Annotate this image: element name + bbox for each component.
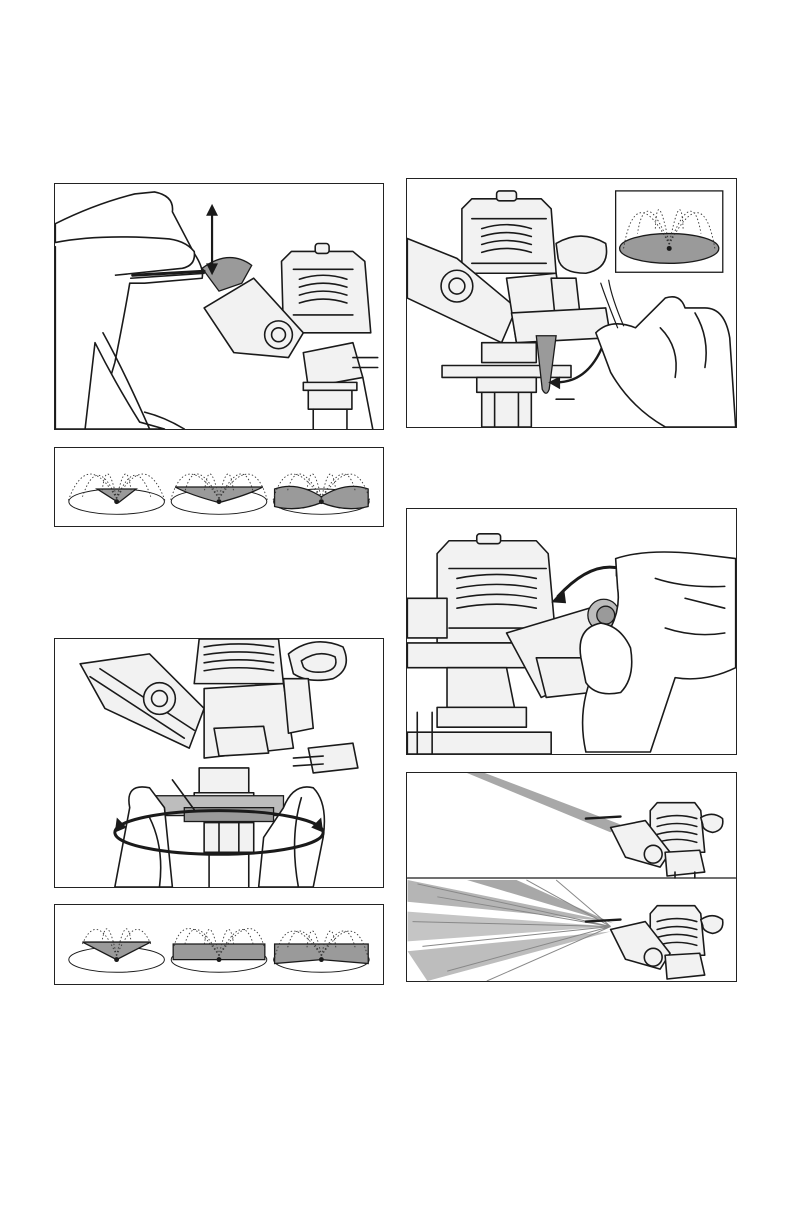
spray-patterns-illustration (55, 448, 383, 526)
figure-adjust-collar (54, 638, 384, 888)
screw-adjust-illustration (407, 509, 736, 754)
figure-spray-patterns-sector (54, 904, 384, 985)
figure-trip-pin-full-circle (406, 178, 737, 428)
spray-pattern-2 (170, 474, 268, 514)
hand-icon (55, 192, 204, 429)
spray-pattern-sector-2 (171, 929, 267, 973)
sprinkler-icon (407, 191, 610, 427)
spray-patterns-sector-illustration (55, 905, 383, 984)
stream-vs-spray-illustration (407, 773, 736, 981)
full-circle-pattern-inset (616, 191, 723, 272)
stream-pattern (467, 773, 621, 832)
figure-stream-vs-spray (406, 772, 737, 982)
spray-fan-pattern (408, 880, 614, 981)
adjust-collar-illustration (55, 639, 383, 887)
spray-pattern-sector-1 (69, 929, 165, 973)
trip-pin-illustration (407, 179, 736, 427)
figure-spray-patterns-partial-to-full (54, 447, 384, 527)
lift-deflector-illustration (55, 184, 383, 429)
spray-pattern-3 (273, 474, 371, 514)
figure-lift-deflector (54, 183, 384, 430)
sprinkler-icon (586, 906, 723, 979)
hand-icon (580, 552, 736, 752)
spray-pattern-sector-3 (274, 931, 370, 972)
spray-pattern-1 (68, 474, 166, 514)
hand-icon (596, 280, 736, 427)
figure-screw-adjust (406, 508, 737, 755)
arrow-up-down-icon (206, 204, 218, 275)
sprinkler-icon (586, 803, 723, 878)
